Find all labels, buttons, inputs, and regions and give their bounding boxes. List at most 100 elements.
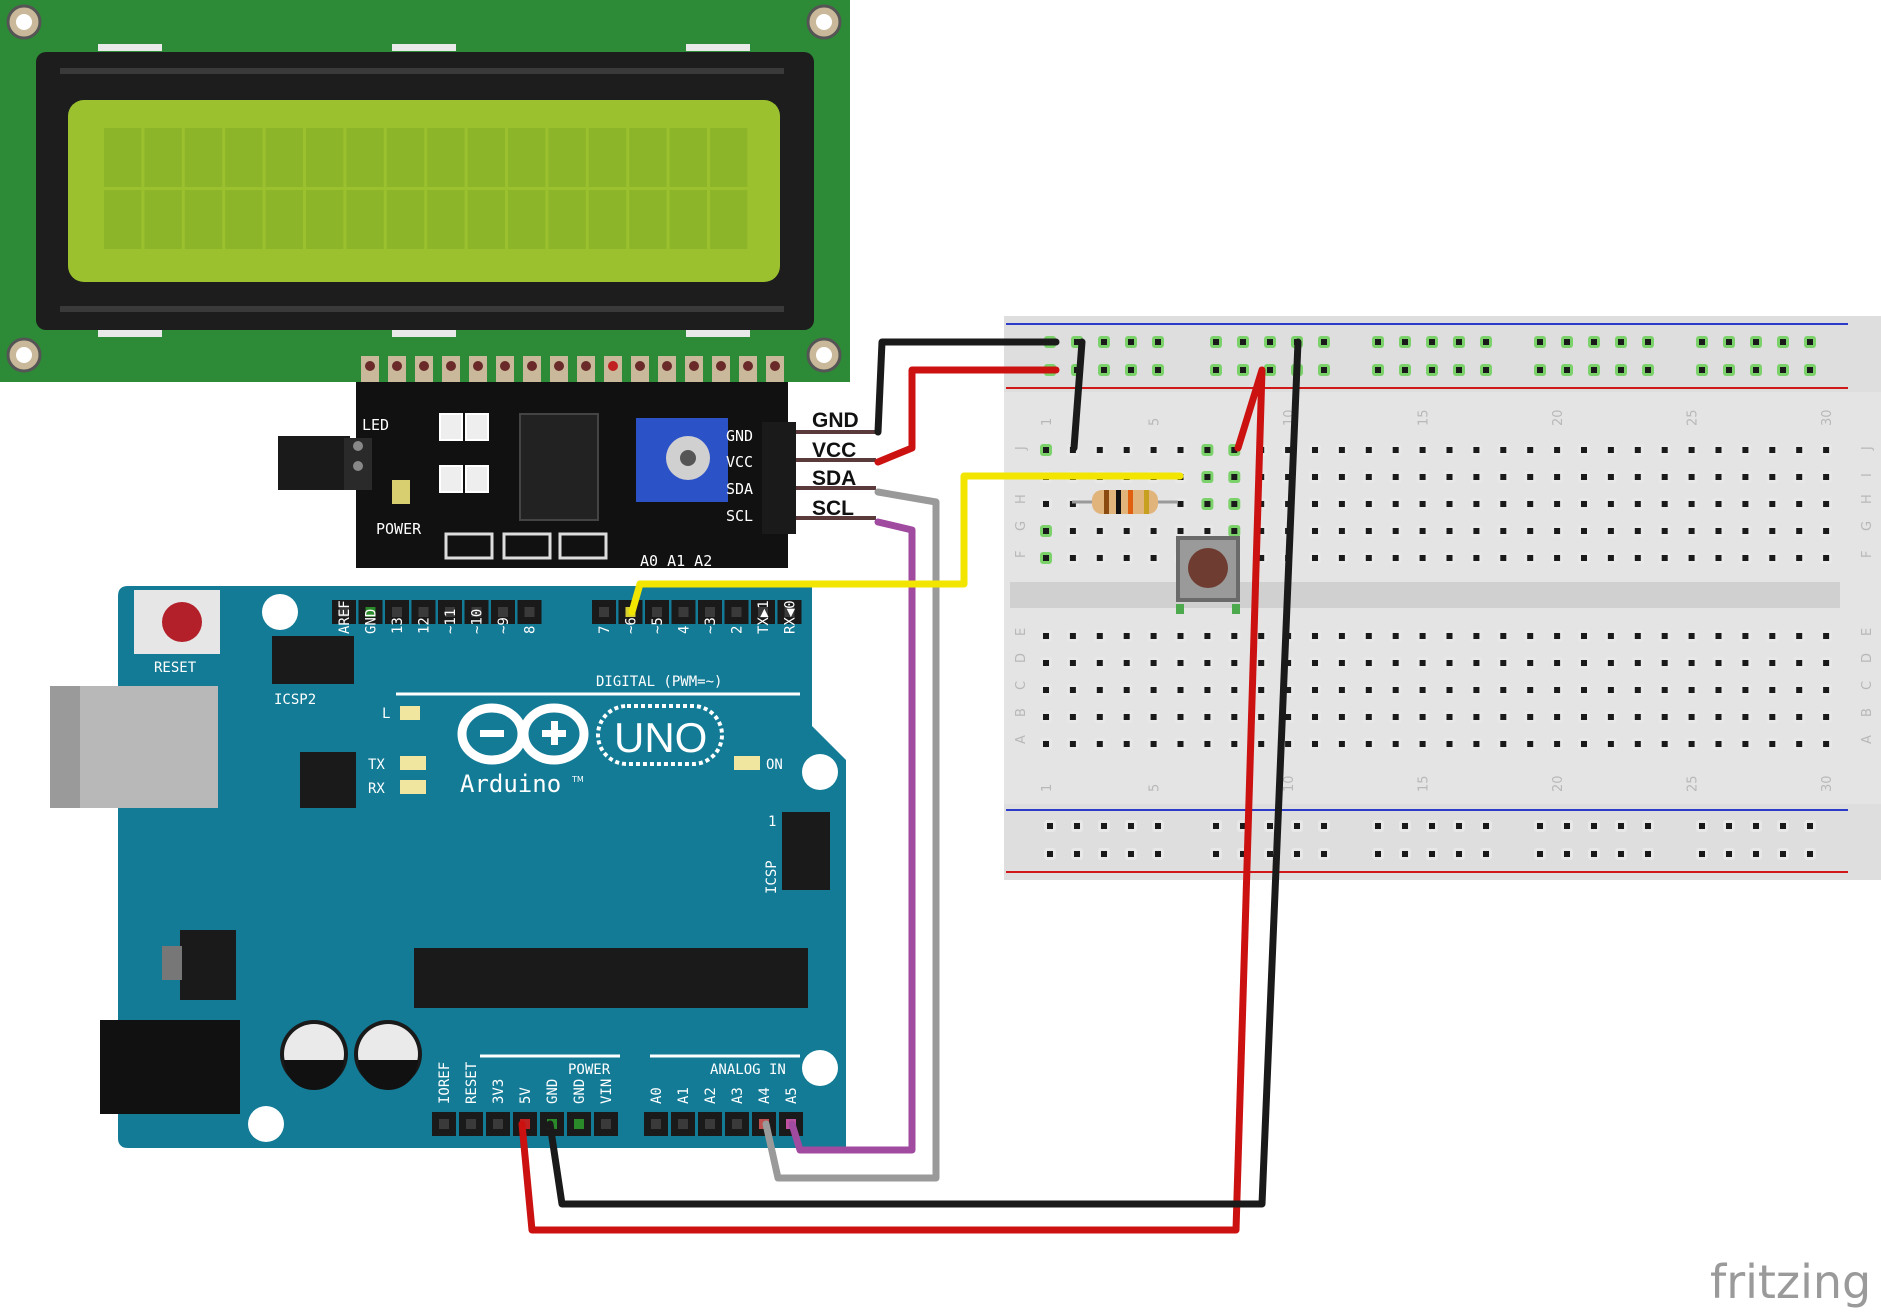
wire-vcc-module-to-rail [874, 366, 1060, 466]
led-l-label: L [382, 706, 390, 722]
pin-label: ~10 [470, 609, 486, 634]
lcd-cell [629, 190, 667, 249]
column-number: 15 [1417, 409, 1432, 426]
icsp2-header [272, 636, 354, 684]
lcd-cell [508, 190, 546, 249]
column-number: 10 [1282, 775, 1297, 792]
pin-label: A2 [703, 1087, 719, 1104]
row-letter: J [1860, 446, 1875, 451]
pin-label: 7 [597, 626, 613, 634]
arduino-uno: RESET ICSP2 1 ICSP L TX RX ON UNO [50, 586, 846, 1148]
wire-gnd-rail-jumper [1070, 338, 1086, 452]
lcd-cell [386, 190, 425, 249]
pin-label: TX▶1 [756, 600, 772, 634]
lcd-cell [629, 128, 667, 187]
row-letter: D [1014, 653, 1029, 663]
pin-label: 4 [677, 626, 693, 634]
i2c-pin-sda-label: SDA [812, 467, 856, 490]
pin-label: IOREF [437, 1062, 453, 1104]
pin-label: VIN [599, 1079, 615, 1104]
row-letter: F [1014, 551, 1029, 558]
digital-header-label: DIGITAL (PWM=~) [596, 674, 722, 690]
lcd-cell [669, 128, 707, 187]
lcd-cell [548, 190, 586, 249]
icsp-pin1-label: 1 [768, 814, 776, 830]
lcd-cell [427, 128, 465, 187]
row-letter: I [1860, 473, 1875, 477]
pin-label: 3V3 [491, 1079, 507, 1104]
pushbutton[interactable] [1176, 536, 1240, 614]
lcd-cell [427, 190, 465, 249]
uno-model-label: UNO [614, 714, 707, 761]
pin-label: 8 [523, 626, 539, 634]
pin-label: ~11 [443, 609, 459, 634]
fritzing-watermark: fritzing [1710, 1255, 1871, 1309]
pin-label: ~6 [624, 617, 640, 634]
column-number: 20 [1551, 409, 1566, 426]
wires [518, 338, 1302, 1234]
lcd-cell [710, 190, 748, 249]
column-number: 30 [1820, 409, 1835, 426]
column-number: 25 [1686, 409, 1701, 426]
column-number: 1 [1040, 784, 1055, 792]
lcd-cell [508, 128, 546, 187]
row-letter: B [1860, 708, 1875, 717]
icsp-label: ICSP [764, 860, 780, 894]
scl-silk: SCL [726, 507, 753, 525]
column-number: 15 [1417, 775, 1432, 792]
lcd-cell [144, 128, 182, 187]
lcd-cell [225, 190, 263, 249]
pin-label: 12 [417, 617, 433, 634]
lcd-cell [467, 190, 505, 249]
row-letter: C [1860, 681, 1875, 690]
lcd-cell [467, 128, 505, 187]
lcd-cell [710, 128, 748, 187]
pin-label: RX◀0 [783, 600, 799, 634]
icsp-header [782, 812, 830, 890]
lcd-cell [184, 190, 223, 249]
analog-header-label: ANALOG IN [710, 1062, 786, 1078]
lcd-cell [669, 190, 707, 249]
pin-label: GND [364, 609, 380, 634]
wire-gnd-module-to-rail [874, 338, 1060, 436]
gnd-silk: GND [726, 427, 753, 445]
pin-label: ~9 [496, 617, 512, 634]
row-letter: C [1014, 681, 1029, 690]
row-letter: A [1014, 735, 1029, 744]
pin-label: GND [545, 1079, 561, 1104]
led-rx-label: RX [368, 781, 385, 797]
led-tx-label: TX [368, 757, 385, 773]
pin-label: 2 [730, 626, 746, 634]
lcd-character-grid [104, 128, 748, 249]
lcd-cell [184, 128, 223, 187]
column-number: 30 [1820, 775, 1835, 792]
trademark-label: TM [571, 775, 584, 784]
wire-sda-to-a4 [762, 488, 940, 1182]
wire-5v-to-breadboard [518, 366, 1266, 1234]
vcc-silk: VCC [726, 453, 753, 471]
column-number: 25 [1686, 775, 1701, 792]
lcd-cell [588, 190, 627, 249]
arduino-brand-label: Arduino [460, 770, 561, 798]
row-letter: G [1860, 521, 1875, 531]
pin-label: 5V [518, 1087, 534, 1104]
column-number: 20 [1551, 775, 1566, 792]
resistor [1072, 490, 1178, 514]
i2c-header-pins [361, 356, 784, 382]
row-letter: H [1014, 494, 1029, 504]
pin-label: 13 [390, 617, 406, 634]
sda-silk: SDA [726, 480, 753, 498]
power-silk-label: POWER [376, 520, 422, 538]
i2c-module: LED POWER A0 A1 A2 GND VCC SDA SCL GND V… [278, 356, 876, 570]
pin-label: ~3 [703, 617, 719, 634]
lcd-cell [265, 190, 303, 249]
icsp2-label: ICSP2 [274, 692, 316, 708]
led-silk-label: LED [362, 416, 389, 434]
pin-label: A1 [676, 1087, 692, 1104]
column-number: 1 [1040, 418, 1055, 426]
pin-label: ~5 [650, 617, 666, 634]
